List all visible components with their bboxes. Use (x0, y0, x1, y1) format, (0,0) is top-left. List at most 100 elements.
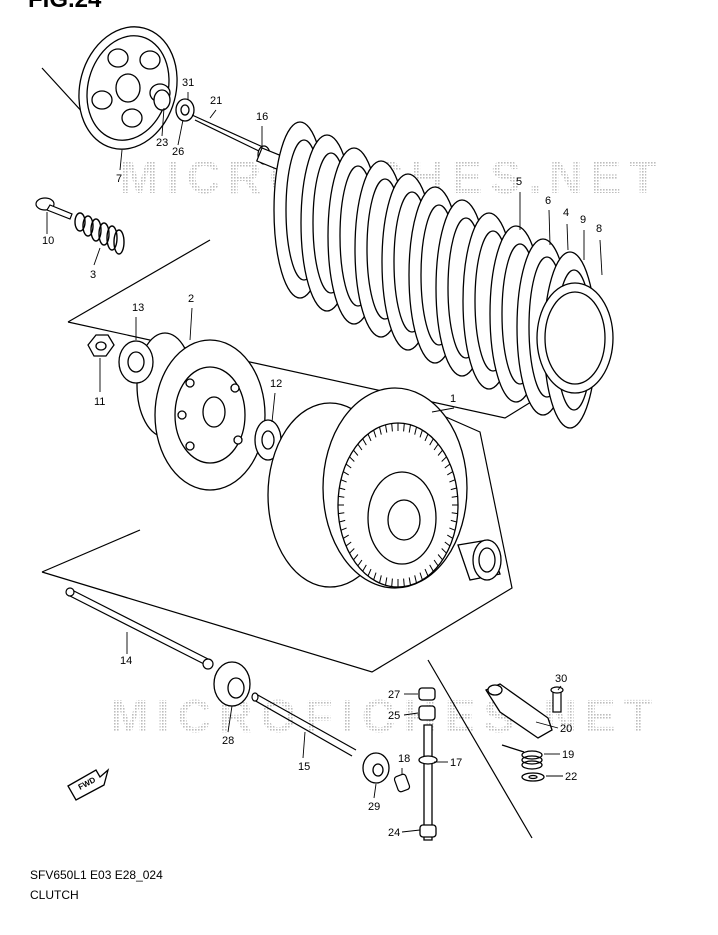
release-arm (485, 683, 553, 739)
callout-4: 4 (563, 207, 569, 219)
leader-30 (557, 685, 562, 691)
gear-tooth (450, 519, 457, 523)
callout-14: 14 (120, 655, 132, 667)
callout-2: 2 (188, 293, 194, 305)
gear-tooth (373, 572, 377, 581)
gear-tooth (444, 463, 451, 469)
gear-tooth (340, 479, 347, 483)
frame-line-lower-left (41, 529, 141, 573)
gear-tooth (447, 534, 454, 539)
gear-tooth (441, 456, 447, 462)
gear-tooth (345, 463, 352, 469)
clutch-push-rod (65, 587, 214, 670)
gear-tooth (349, 456, 355, 462)
leader-20 (535, 721, 559, 729)
leader-21 (209, 109, 217, 119)
leader-15 (302, 731, 306, 759)
gear-tooth (433, 559, 439, 567)
callout-29: 29 (368, 801, 380, 813)
callout-25: 25 (388, 710, 400, 722)
gear-tooth (391, 423, 393, 432)
callout-3: 3 (90, 269, 96, 281)
gear-tooth (345, 541, 352, 547)
gear-tooth (449, 527, 456, 531)
gear-tooth (451, 512, 458, 515)
leader-4 (566, 223, 569, 251)
fwd-arrow-icon: FWD (67, 768, 110, 801)
gear-tooth (447, 471, 454, 476)
hub-nut (87, 334, 115, 357)
arm-bolt (550, 686, 564, 713)
gear-tooth (342, 471, 349, 476)
callout-30: 30 (555, 673, 567, 685)
clutch-ring-inner (544, 291, 606, 385)
gear-tooth (353, 554, 359, 561)
watermark-bottom: MICROFICHES.NET (110, 690, 655, 742)
callout-6: 6 (545, 195, 551, 207)
leader-2 (189, 307, 193, 341)
callout-22: 22 (565, 771, 577, 783)
callout-16: 16 (256, 111, 268, 123)
gear-tooth (379, 575, 382, 584)
gear-tooth (437, 554, 443, 561)
gear-tooth (367, 568, 372, 577)
gear-tooth (419, 429, 423, 438)
gear-tooth (340, 527, 347, 531)
clutch-plate-stack (273, 121, 614, 429)
callout-5: 5 (516, 176, 522, 188)
release-shaft (418, 687, 438, 841)
leader-25 (403, 712, 419, 716)
callout-15: 15 (298, 761, 310, 773)
gear-tooth (450, 487, 457, 491)
leader-12 (271, 392, 276, 423)
gear-tooth (385, 424, 388, 433)
pressure-plate (78, 26, 178, 150)
callout-26: 26 (172, 146, 184, 158)
driven-gear-teeth (338, 423, 458, 587)
gear-tooth (339, 487, 346, 491)
callout-24: 24 (388, 827, 400, 839)
callout-31: 31 (182, 77, 194, 89)
gear-tooth (441, 548, 447, 554)
gear-tooth (408, 577, 411, 586)
gear-tooth (379, 426, 382, 435)
frame-line-shift (427, 659, 533, 839)
clutch-spring (74, 212, 125, 255)
gear-tooth (338, 495, 345, 498)
callout-8: 8 (596, 223, 602, 235)
callout-9: 9 (580, 214, 586, 226)
gear-tooth (357, 559, 363, 567)
gear-tooth (342, 534, 349, 539)
callout-13: 13 (132, 302, 144, 314)
push-rod-bearing (213, 661, 251, 707)
gear-tooth (403, 578, 405, 587)
gear-tooth (362, 438, 367, 446)
gear-tooth (444, 541, 451, 547)
figure-title: FIG.24 (28, 0, 101, 14)
gear-tooth (403, 423, 405, 432)
callout-1: 1 (450, 393, 456, 405)
return-spring (501, 744, 543, 770)
section-name: CLUTCH (30, 888, 79, 902)
gear-tooth (424, 568, 429, 577)
model-code: SFV650L1 E03 E28_024 (30, 868, 163, 882)
gear-tooth (437, 449, 443, 456)
dowel-pin (393, 773, 411, 793)
callout-12: 12 (270, 378, 282, 390)
clutch-sleeve-hub (136, 332, 266, 491)
callout-28: 28 (222, 735, 234, 747)
gear-tooth (349, 548, 355, 554)
gear-tooth (429, 438, 434, 446)
gear-tooth (353, 449, 359, 456)
leader-24 (401, 829, 421, 833)
callout-27: 27 (388, 689, 400, 701)
frame-line-lower-right (41, 409, 513, 673)
callout-20: 20 (560, 723, 572, 735)
leader-7 (119, 149, 123, 171)
leader-6 (548, 209, 551, 246)
leader-8 (599, 239, 603, 276)
callout-21: 21 (210, 95, 222, 107)
oil-seal (362, 752, 390, 784)
